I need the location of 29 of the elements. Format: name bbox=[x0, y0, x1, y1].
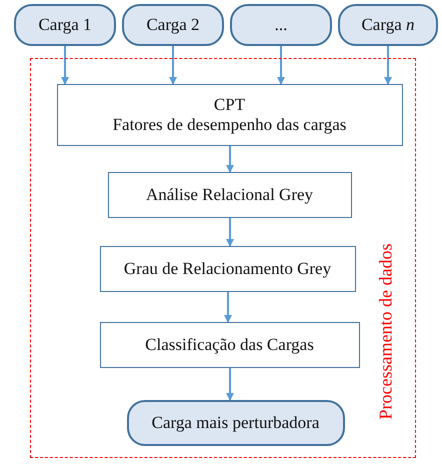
process-box bbox=[108, 172, 352, 218]
box-label: Carga n bbox=[361, 15, 415, 35]
box-label: Fatores de desempenho das cargas bbox=[112, 114, 346, 134]
process-box bbox=[100, 322, 360, 368]
arrow bbox=[224, 292, 232, 323]
rounded-box bbox=[126, 400, 344, 446]
process-box bbox=[100, 246, 356, 292]
box-heading: CPT bbox=[214, 94, 246, 114]
rounded-box bbox=[14, 4, 116, 46]
box-label: Análise Relacional Grey bbox=[146, 184, 314, 204]
box-label: ... bbox=[274, 15, 288, 35]
process-box bbox=[56, 84, 402, 146]
rounded-box bbox=[230, 4, 332, 46]
dashed-group-box bbox=[30, 58, 416, 458]
arrow bbox=[226, 146, 234, 173]
group-title: Processamento de dados bbox=[374, 243, 396, 419]
arrow bbox=[384, 46, 392, 85]
rounded-box bbox=[338, 4, 438, 46]
box-label: Carga 1 bbox=[38, 15, 92, 35]
box-label: Carga 2 bbox=[146, 15, 200, 35]
arrow bbox=[226, 368, 234, 401]
box-label: Grau de Relacionamento Grey bbox=[124, 258, 332, 278]
arrow bbox=[226, 218, 234, 247]
arrow bbox=[277, 46, 285, 85]
box-label: Carga mais perturbadora bbox=[152, 412, 320, 432]
rounded-box bbox=[122, 4, 224, 46]
box-label: Classificação das Cargas bbox=[145, 334, 314, 354]
arrow bbox=[169, 46, 177, 85]
arrow bbox=[61, 46, 69, 85]
